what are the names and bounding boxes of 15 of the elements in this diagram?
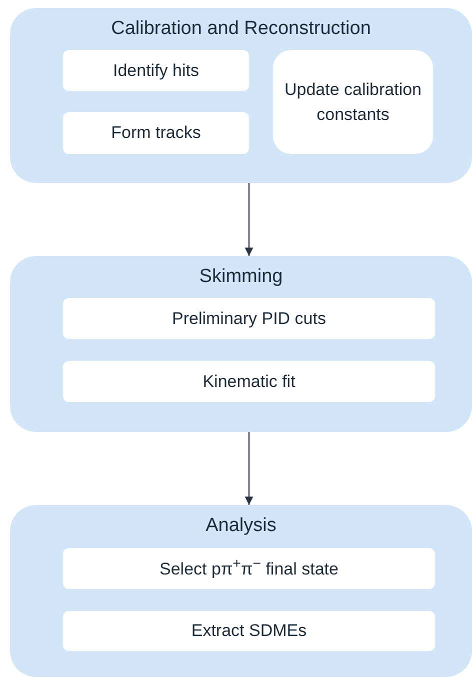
- group-title: Skimming: [198, 266, 284, 288]
- group-panel: [10, 256, 472, 432]
- group-panel: [10, 8, 472, 183]
- group-title: Calibration and Reconstruction: [110, 18, 372, 40]
- step-box: Extract SDMEs: [63, 611, 435, 651]
- step-box: Kinematic fit: [63, 361, 435, 402]
- step-box: Update calibration constants: [273, 50, 433, 154]
- step-box: Form tracks: [63, 112, 249, 154]
- group-panel: [10, 505, 472, 677]
- step-box: Select pπ$^{+}$π$^{−}$ final state: [63, 548, 435, 589]
- step-box: Preliminary PID cuts: [63, 298, 435, 339]
- arrow: [244, 183, 254, 256]
- arrow: [244, 432, 254, 505]
- group-title: Analysis: [204, 515, 278, 537]
- step-box: Identify hits: [63, 50, 249, 91]
